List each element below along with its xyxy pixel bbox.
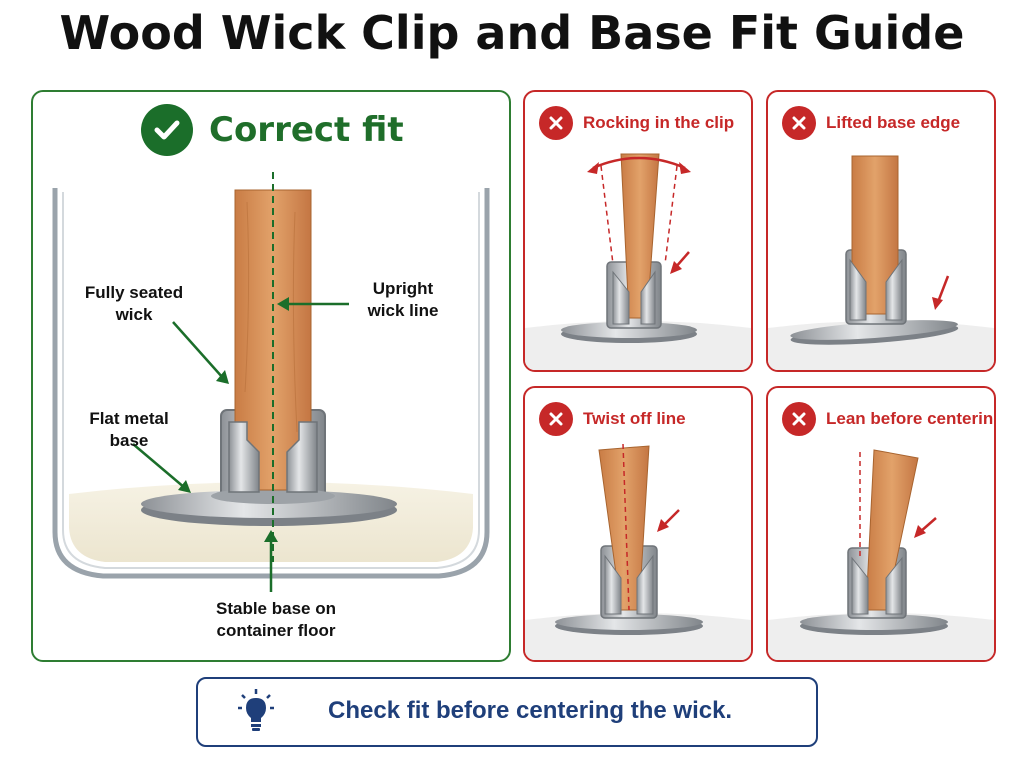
tip-banner: Check fit before centering the wick.: [196, 677, 818, 747]
correct-fit-panel: Correct fit Fully seated wick Upright wi…: [31, 90, 511, 662]
upright-wick-label: Upright wick line: [353, 278, 453, 322]
twist-illustration: [525, 443, 751, 660]
rocking-illustration: [525, 153, 751, 370]
lean-heading: Lean before centering: [826, 409, 996, 428]
lean-panel: Lean before centering: [766, 386, 996, 662]
x-icon: [782, 106, 816, 140]
rocking-panel: Rocking in the clip: [523, 90, 753, 372]
twist-header: Twist off line: [539, 402, 686, 436]
x-icon: [539, 402, 573, 436]
page-title: Wood Wick Clip and Base Fit Guide: [59, 6, 965, 60]
correct-fit-heading: Correct fit: [209, 110, 404, 150]
correct-fit-header: Correct fit: [141, 104, 404, 156]
tip-text: Check fit before centering the wick.: [328, 697, 733, 724]
fully-seated-line2: wick: [115, 305, 153, 324]
upright-line2: wick line: [367, 301, 439, 320]
fully-seated-line1: Fully seated: [84, 283, 184, 302]
lifted-base-panel: Lifted base edge: [766, 90, 996, 372]
x-icon: [782, 402, 816, 436]
fully-seated-label: Fully seated wick: [79, 282, 189, 326]
lean-header: Lean before centering: [782, 402, 996, 436]
flat-base-line2: base: [109, 431, 149, 450]
upright-line1: Upright: [372, 279, 434, 298]
lean-illustration: [768, 449, 994, 660]
rocking-heading: Rocking in the clip: [583, 113, 735, 132]
lifted-base-heading: Lifted base edge: [826, 113, 961, 132]
lifted-base-header: Lifted base edge: [782, 106, 960, 140]
stable-base-line2: container floor: [216, 621, 336, 640]
twist-heading: Twist off line: [583, 409, 686, 428]
check-icon: [141, 104, 193, 156]
lightbulb-icon: [238, 689, 274, 731]
lifted-base-illustration: [768, 155, 994, 370]
flat-base-line1: Flat metal: [89, 409, 169, 428]
correct-fit-illustration: [52, 172, 490, 592]
twist-panel: Twist off line: [523, 386, 753, 662]
stable-base-line1: Stable base on: [216, 599, 336, 618]
rocking-header: Rocking in the clip: [539, 106, 734, 140]
flat-base-label: Flat metal base: [79, 408, 179, 452]
x-icon: [539, 106, 573, 140]
stable-base-label: Stable base on container floor: [201, 598, 351, 642]
